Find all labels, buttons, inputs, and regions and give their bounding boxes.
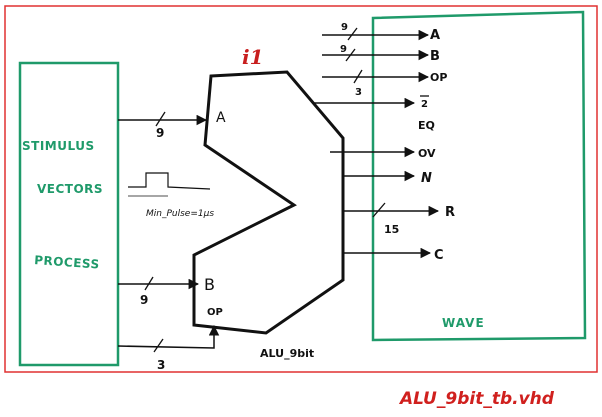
stimulus-label-line2: VECTORS	[37, 182, 103, 196]
output-tick-r	[372, 202, 386, 218]
input-op-bus-tick	[153, 338, 164, 353]
alu-port-op: OP	[207, 307, 223, 318]
output-signals: 9 A 9 B 3 OP 2 EQ OV N 15 R C	[313, 22, 455, 263]
input-a-width: 9	[156, 126, 164, 140]
alu-name: ALU_9bit	[260, 347, 314, 360]
alu-body	[192, 70, 345, 335]
output-label-r: R	[445, 205, 455, 220]
output-width-eq: 2	[421, 99, 428, 110]
alu-port-a: A	[216, 110, 226, 126]
output-tick-a	[347, 27, 358, 41]
pulse-waveform	[128, 172, 211, 190]
alu-port-b: B	[204, 275, 215, 294]
output-width-b: 9	[340, 44, 347, 55]
stimulus-label-line3: PROCESS	[34, 253, 100, 272]
input-b-bus-tick	[144, 276, 154, 291]
wave-label: WAVE	[442, 316, 485, 330]
output-tick-b	[345, 48, 356, 62]
input-op-width: 3	[157, 358, 165, 372]
output-width-op: 3	[355, 87, 362, 98]
wave-block	[371, 10, 587, 342]
output-label-ov: OV	[418, 147, 436, 160]
pulse-label: Min_Pulse=1µs	[146, 209, 214, 219]
output-label-op: OP	[430, 71, 447, 84]
output-label-a: A	[430, 28, 440, 43]
alu-instance-label: i1	[242, 45, 264, 69]
stimulus-label-line1: STIMULUS	[22, 139, 95, 153]
filename-label: ALU_9bit_tb.vhd	[398, 389, 555, 409]
output-label-eq: EQ	[418, 119, 435, 132]
input-b-width: 9	[140, 293, 148, 307]
output-label-n: N	[421, 171, 432, 186]
output-label-b: B	[430, 49, 440, 64]
output-tick-op	[353, 69, 363, 84]
output-label-c: C	[434, 248, 444, 263]
outer-frame	[4, 5, 598, 373]
stimulus-block	[18, 61, 120, 367]
output-width-a: 9	[341, 22, 348, 33]
input-a-bus-tick	[155, 111, 166, 127]
output-width-r: 15	[384, 223, 399, 236]
input-op-arrow	[117, 324, 220, 349]
